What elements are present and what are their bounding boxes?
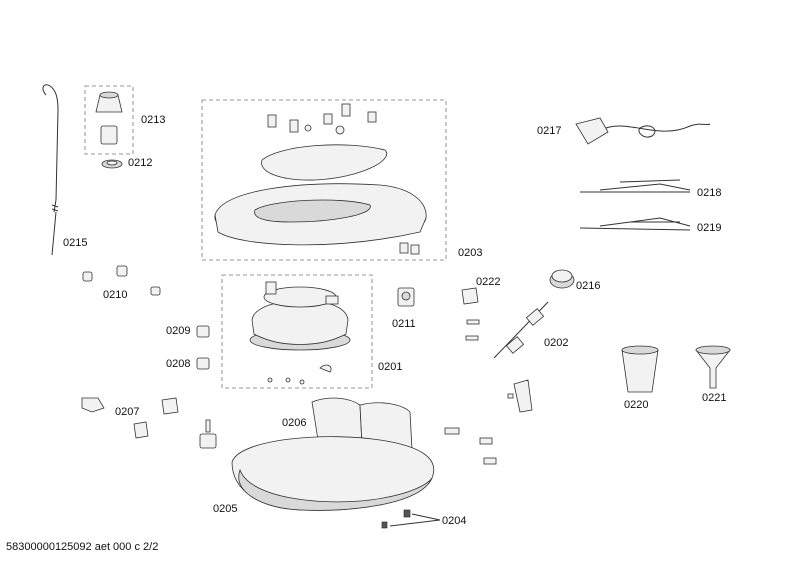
label-0210: 0210: [103, 289, 128, 301]
label-0212: 0212: [128, 157, 153, 169]
label-0209: 0209: [166, 325, 191, 337]
part-0205-base: [199, 419, 497, 511]
part-0211-switch: [397, 287, 415, 307]
label-0208: 0208: [166, 358, 191, 370]
part-0221-funnel: [695, 345, 731, 389]
part-0202-harness: [493, 301, 549, 413]
group-box-0203: [201, 99, 447, 261]
part-0208-clip: [196, 357, 210, 370]
part-0203-top-cover: [214, 103, 427, 255]
label-0222: 0222: [476, 276, 501, 288]
document-footer-code: 58300000125092 aet 000 c 2/2: [6, 541, 159, 553]
part-0207-brackets: [81, 397, 179, 439]
label-0207: 0207: [115, 406, 140, 418]
label-0202: 0202: [544, 337, 569, 349]
part-0219-cable: [579, 217, 691, 231]
part-0213-knob: [95, 91, 123, 145]
label-0215: 0215: [63, 237, 88, 249]
label-0218: 0218: [697, 187, 722, 199]
label-0211: 0211: [392, 318, 416, 330]
part-0220-measuring-cup: [621, 345, 659, 393]
part-0218-cable: [580, 179, 691, 193]
part-0215-rod: [42, 84, 59, 256]
part-0222-connector: [461, 287, 480, 341]
label-0216: 0216: [576, 280, 601, 292]
label-0221: 0221: [702, 392, 727, 404]
part-0201-boiler: [249, 281, 351, 385]
label-0217: 0217: [537, 125, 562, 137]
label-0205: 0205: [213, 503, 238, 515]
label-0206: 0206: [282, 417, 307, 429]
part-0217-power-cord: [575, 117, 711, 145]
label-0219: 0219: [697, 222, 722, 234]
group-box-0213: [84, 85, 134, 155]
label-0213: 0213: [141, 114, 166, 126]
part-0216-knob: [549, 269, 575, 289]
group-box-0201: [221, 274, 373, 389]
label-0204: 0204: [442, 515, 467, 527]
part-0210-caps: [82, 265, 161, 296]
part-0212-ring: [101, 159, 123, 169]
label-0203: 0203: [458, 247, 483, 259]
part-0204-screws: [381, 509, 441, 529]
label-0201: 0201: [378, 361, 403, 373]
label-0220: 0220: [624, 399, 649, 411]
part-0209-clip: [196, 325, 210, 338]
